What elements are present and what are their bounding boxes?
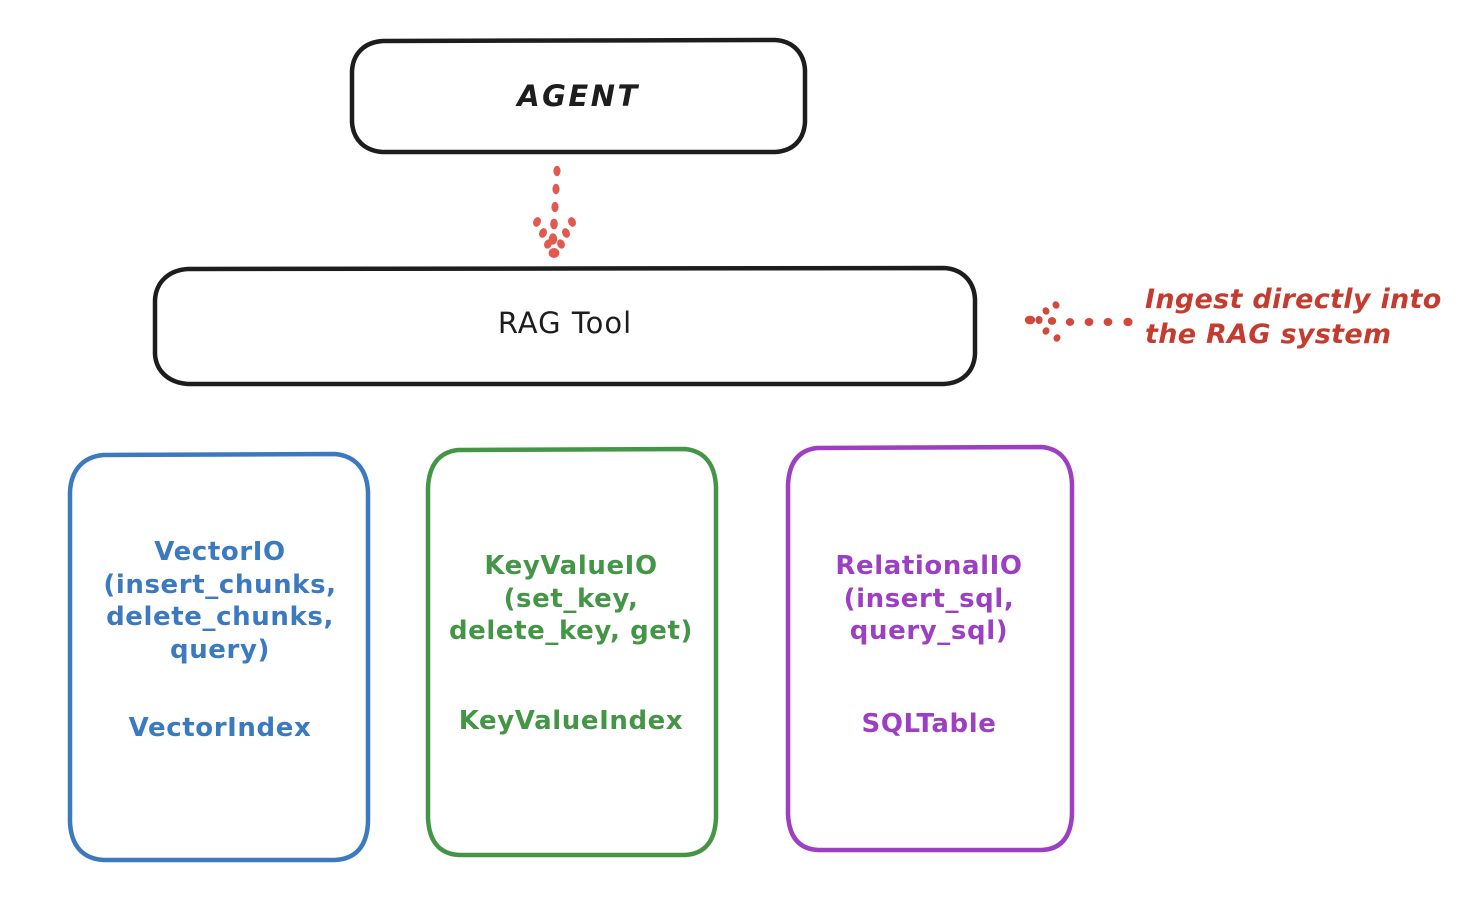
vectorio-box[interactable]: [67, 451, 371, 863]
agent-to-rag-arrow: [533, 165, 576, 258]
keyvalueio-box[interactable]: [425, 446, 719, 858]
agent-box[interactable]: [349, 37, 808, 155]
relationalio-box[interactable]: [785, 444, 1075, 853]
ingest-arrow: [1024, 301, 1133, 342]
rag-tool-box[interactable]: [152, 265, 978, 387]
